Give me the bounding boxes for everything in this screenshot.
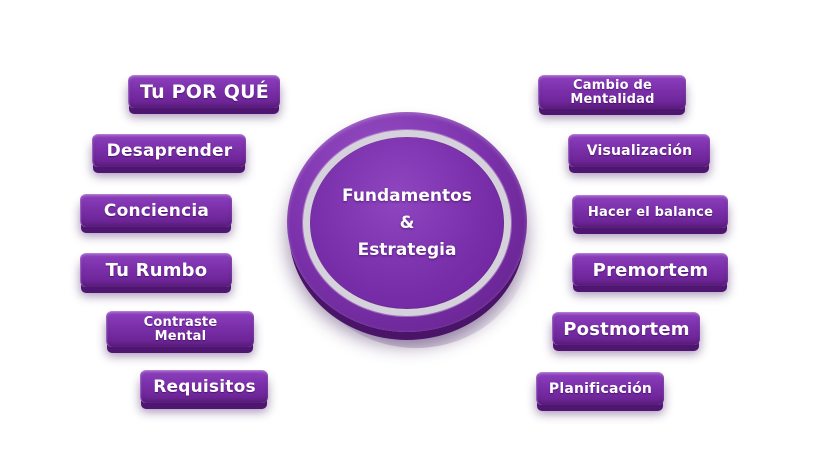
item-planificacion: Planificación bbox=[536, 372, 664, 405]
item-label-line1: Cambio de bbox=[572, 77, 652, 93]
center-ring bbox=[303, 130, 511, 316]
item-label: Desaprender bbox=[106, 141, 233, 161]
item-label: Tu POR QUÉ bbox=[140, 81, 269, 103]
item-label: Hacer el balance bbox=[587, 204, 714, 220]
item-label: Premortem bbox=[592, 259, 709, 281]
item-label-line2: Mentalidad bbox=[570, 91, 655, 107]
item-hacer-el-balance: Hacer el balance bbox=[572, 195, 728, 228]
item-label: Planificación bbox=[548, 381, 653, 397]
item-label: Conciencia bbox=[103, 201, 210, 221]
center-title: Fundamentos & Estrategia bbox=[311, 138, 503, 308]
item-tu-por-que: Tu POR QUÉ bbox=[128, 75, 280, 108]
item-desaprender: Desaprender bbox=[92, 134, 246, 167]
item-label-line2: Mental bbox=[154, 328, 207, 344]
center-inner-disc bbox=[311, 138, 503, 308]
item-label: Visualización bbox=[586, 143, 693, 159]
item-label: Requisitos bbox=[153, 377, 256, 397]
item-cambio-de-mentalidad: Cambio de Mentalidad bbox=[538, 75, 686, 109]
center-title-line3: Estrategia bbox=[357, 239, 457, 260]
item-premortem: Premortem bbox=[572, 253, 728, 286]
item-label: Tu Rumbo bbox=[105, 260, 208, 281]
item-contraste-mental: Contraste Mental bbox=[106, 311, 254, 347]
item-label-line1: Contraste bbox=[143, 314, 218, 330]
item-postmortem: Postmortem bbox=[552, 312, 700, 345]
center-title-line1: Fundamentos bbox=[342, 185, 472, 206]
item-label: Postmortem bbox=[563, 318, 690, 340]
item-visualizacion: Visualización bbox=[568, 134, 710, 167]
center-title-line2: & bbox=[399, 212, 415, 233]
item-tu-rumbo: Tu Rumbo bbox=[80, 253, 232, 287]
item-requisitos: Requisitos bbox=[140, 370, 268, 403]
item-conciencia: Conciencia bbox=[80, 194, 232, 227]
